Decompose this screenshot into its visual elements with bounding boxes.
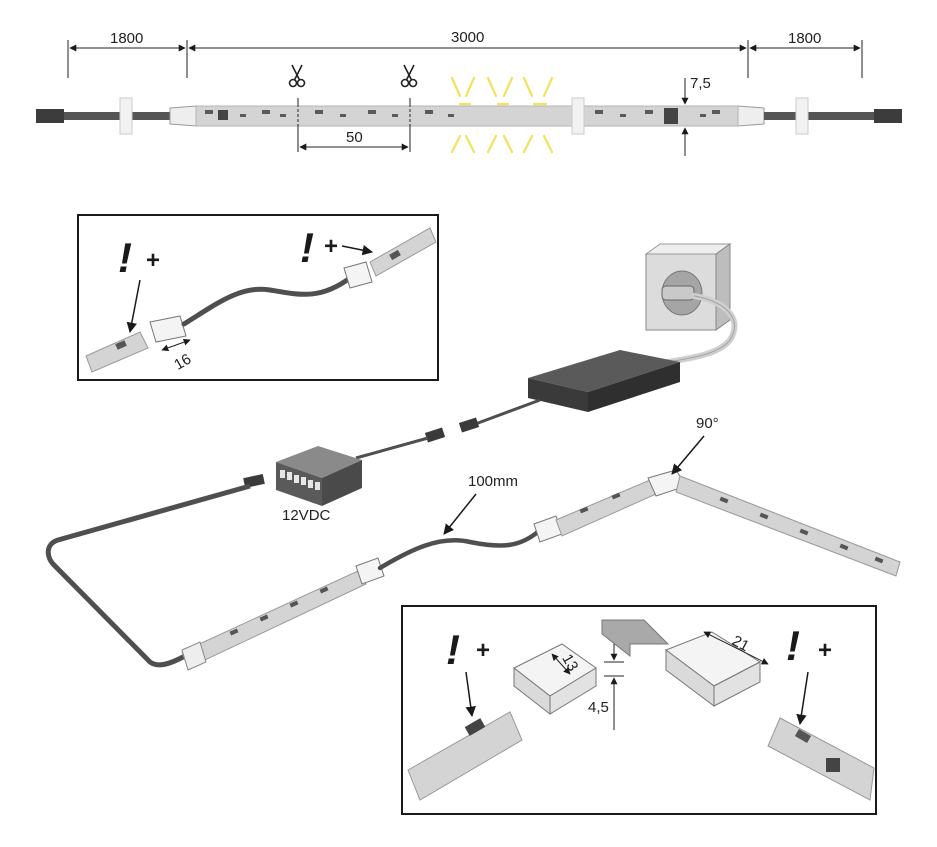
svg-text:!: ! — [786, 622, 800, 669]
svg-text:!: ! — [446, 626, 460, 673]
top-led-strip — [195, 97, 739, 135]
top-left-cable — [36, 97, 197, 135]
warning-icon: ! — [786, 622, 800, 669]
top-strip-section: 1800 3000 1800 50 7,5 — [36, 29, 902, 156]
dim-cut-interval-label: 50 — [346, 129, 363, 146]
scissors-icon — [400, 64, 418, 88]
warning-icon: ! — [446, 626, 460, 673]
cable-length-label: 100mm — [468, 473, 518, 490]
top-right-cable — [737, 97, 902, 135]
light-rays — [450, 76, 554, 154]
plus-icon: + — [324, 233, 338, 260]
svg-text:!: ! — [300, 224, 314, 271]
power-supply — [528, 350, 680, 412]
svg-text:!: ! — [118, 234, 132, 281]
warning-icon: ! — [118, 234, 132, 281]
plus-icon: + — [818, 637, 832, 664]
plus-icon: + — [146, 247, 160, 274]
corner-angle-label: 90° — [696, 415, 719, 432]
main-assembly: 12VDC — [45, 243, 901, 671]
wall-socket-icon — [644, 243, 732, 331]
dim-right-label: 1800 — [788, 30, 821, 47]
plus-icon: + — [476, 637, 490, 664]
dim-connector-label: 16 — [171, 351, 194, 374]
dim-width-label: 13 — [558, 651, 581, 674]
dim-center-label: 3000 — [451, 29, 484, 46]
driver-voltage-label: 12VDC — [282, 507, 331, 524]
scissors-icon — [288, 64, 306, 88]
dim-left-label: 1800 — [110, 30, 143, 47]
dim-height-label: 7,5 — [690, 75, 711, 92]
dim-length-label: 21 — [729, 632, 752, 655]
dimension-lines — [67, 40, 863, 156]
distributor-block — [276, 446, 362, 506]
dim-thickness-label: 4,5 — [588, 699, 609, 716]
inset-corner-detail: ! + ! + 13 4,5 21 — [401, 605, 877, 815]
inset-connector-detail: ! + ! + 16 — [77, 214, 439, 381]
warning-icon: ! — [300, 224, 314, 271]
